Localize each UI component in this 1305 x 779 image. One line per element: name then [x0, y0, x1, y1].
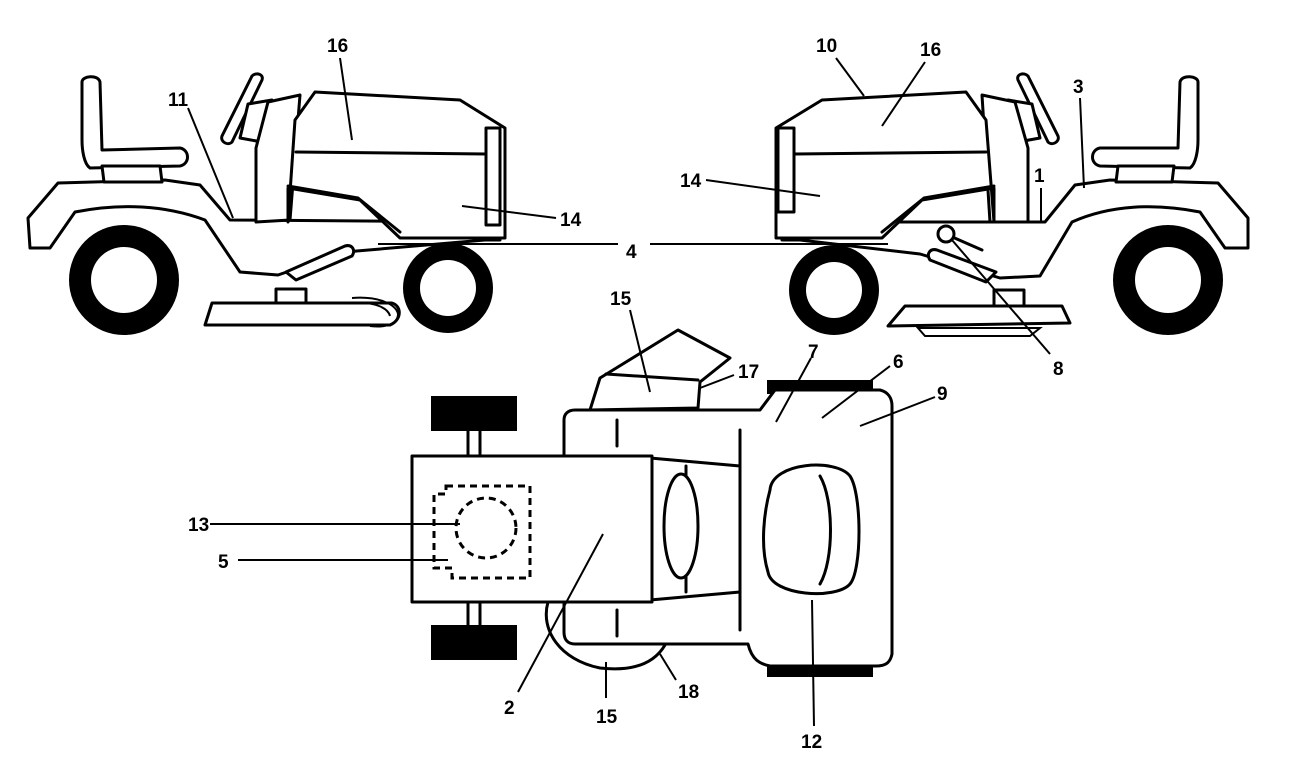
tractor-right-side-view — [774, 72, 1250, 337]
steering-wheel-left — [220, 72, 264, 146]
leader-lines — [187, 57, 1085, 727]
callout-10: 10 — [816, 36, 837, 57]
tractor-top-view — [410, 328, 894, 677]
mower-deck-left — [203, 301, 401, 327]
callout-5: 5 — [218, 552, 229, 573]
callout-labels: 16 11 14 4 10 16 3 14 1 8 15 17 7 6 9 13… — [168, 36, 1084, 753]
hood-top — [410, 454, 654, 604]
callout-14-right: 14 — [680, 171, 702, 192]
engine-air-filter — [454, 496, 518, 560]
engine-outline — [432, 484, 532, 580]
hood-left — [286, 90, 507, 240]
callout-1: 1 — [1034, 166, 1045, 187]
steering-wheel-top — [662, 472, 700, 580]
steering-wheel-right — [1016, 72, 1060, 146]
callout-11: 11 — [168, 90, 189, 111]
callout-6: 6 — [893, 352, 904, 373]
callout-16-right: 16 — [920, 40, 941, 61]
seat-top — [762, 463, 861, 596]
callout-15-top: 15 — [610, 289, 632, 310]
callout-9: 9 — [937, 384, 948, 405]
discharge-chute — [588, 328, 732, 412]
seat-left — [80, 75, 189, 170]
front-wheel-top-upper — [431, 396, 517, 431]
callout-8: 8 — [1053, 359, 1064, 380]
callout-12: 12 — [801, 732, 822, 753]
callout-13: 13 — [188, 515, 209, 536]
callout-7: 7 — [808, 342, 819, 363]
callout-16-left: 16 — [327, 36, 348, 57]
callout-15-bottom: 15 — [596, 707, 618, 728]
callout-4: 4 — [626, 242, 637, 263]
tractor-left-side-view — [26, 72, 507, 335]
mower-deck-top — [544, 600, 667, 671]
mower-deck-right — [886, 304, 1072, 328]
callout-17: 17 — [738, 362, 759, 383]
callout-2: 2 — [504, 698, 515, 719]
callout-3: 3 — [1073, 77, 1084, 98]
callout-14-left: 14 — [560, 210, 582, 231]
callout-18: 18 — [678, 682, 699, 703]
hood-right — [774, 90, 996, 240]
seat-right — [1091, 75, 1200, 170]
front-wheel-top-lower — [431, 625, 517, 660]
lift-lever-knob — [936, 224, 956, 244]
